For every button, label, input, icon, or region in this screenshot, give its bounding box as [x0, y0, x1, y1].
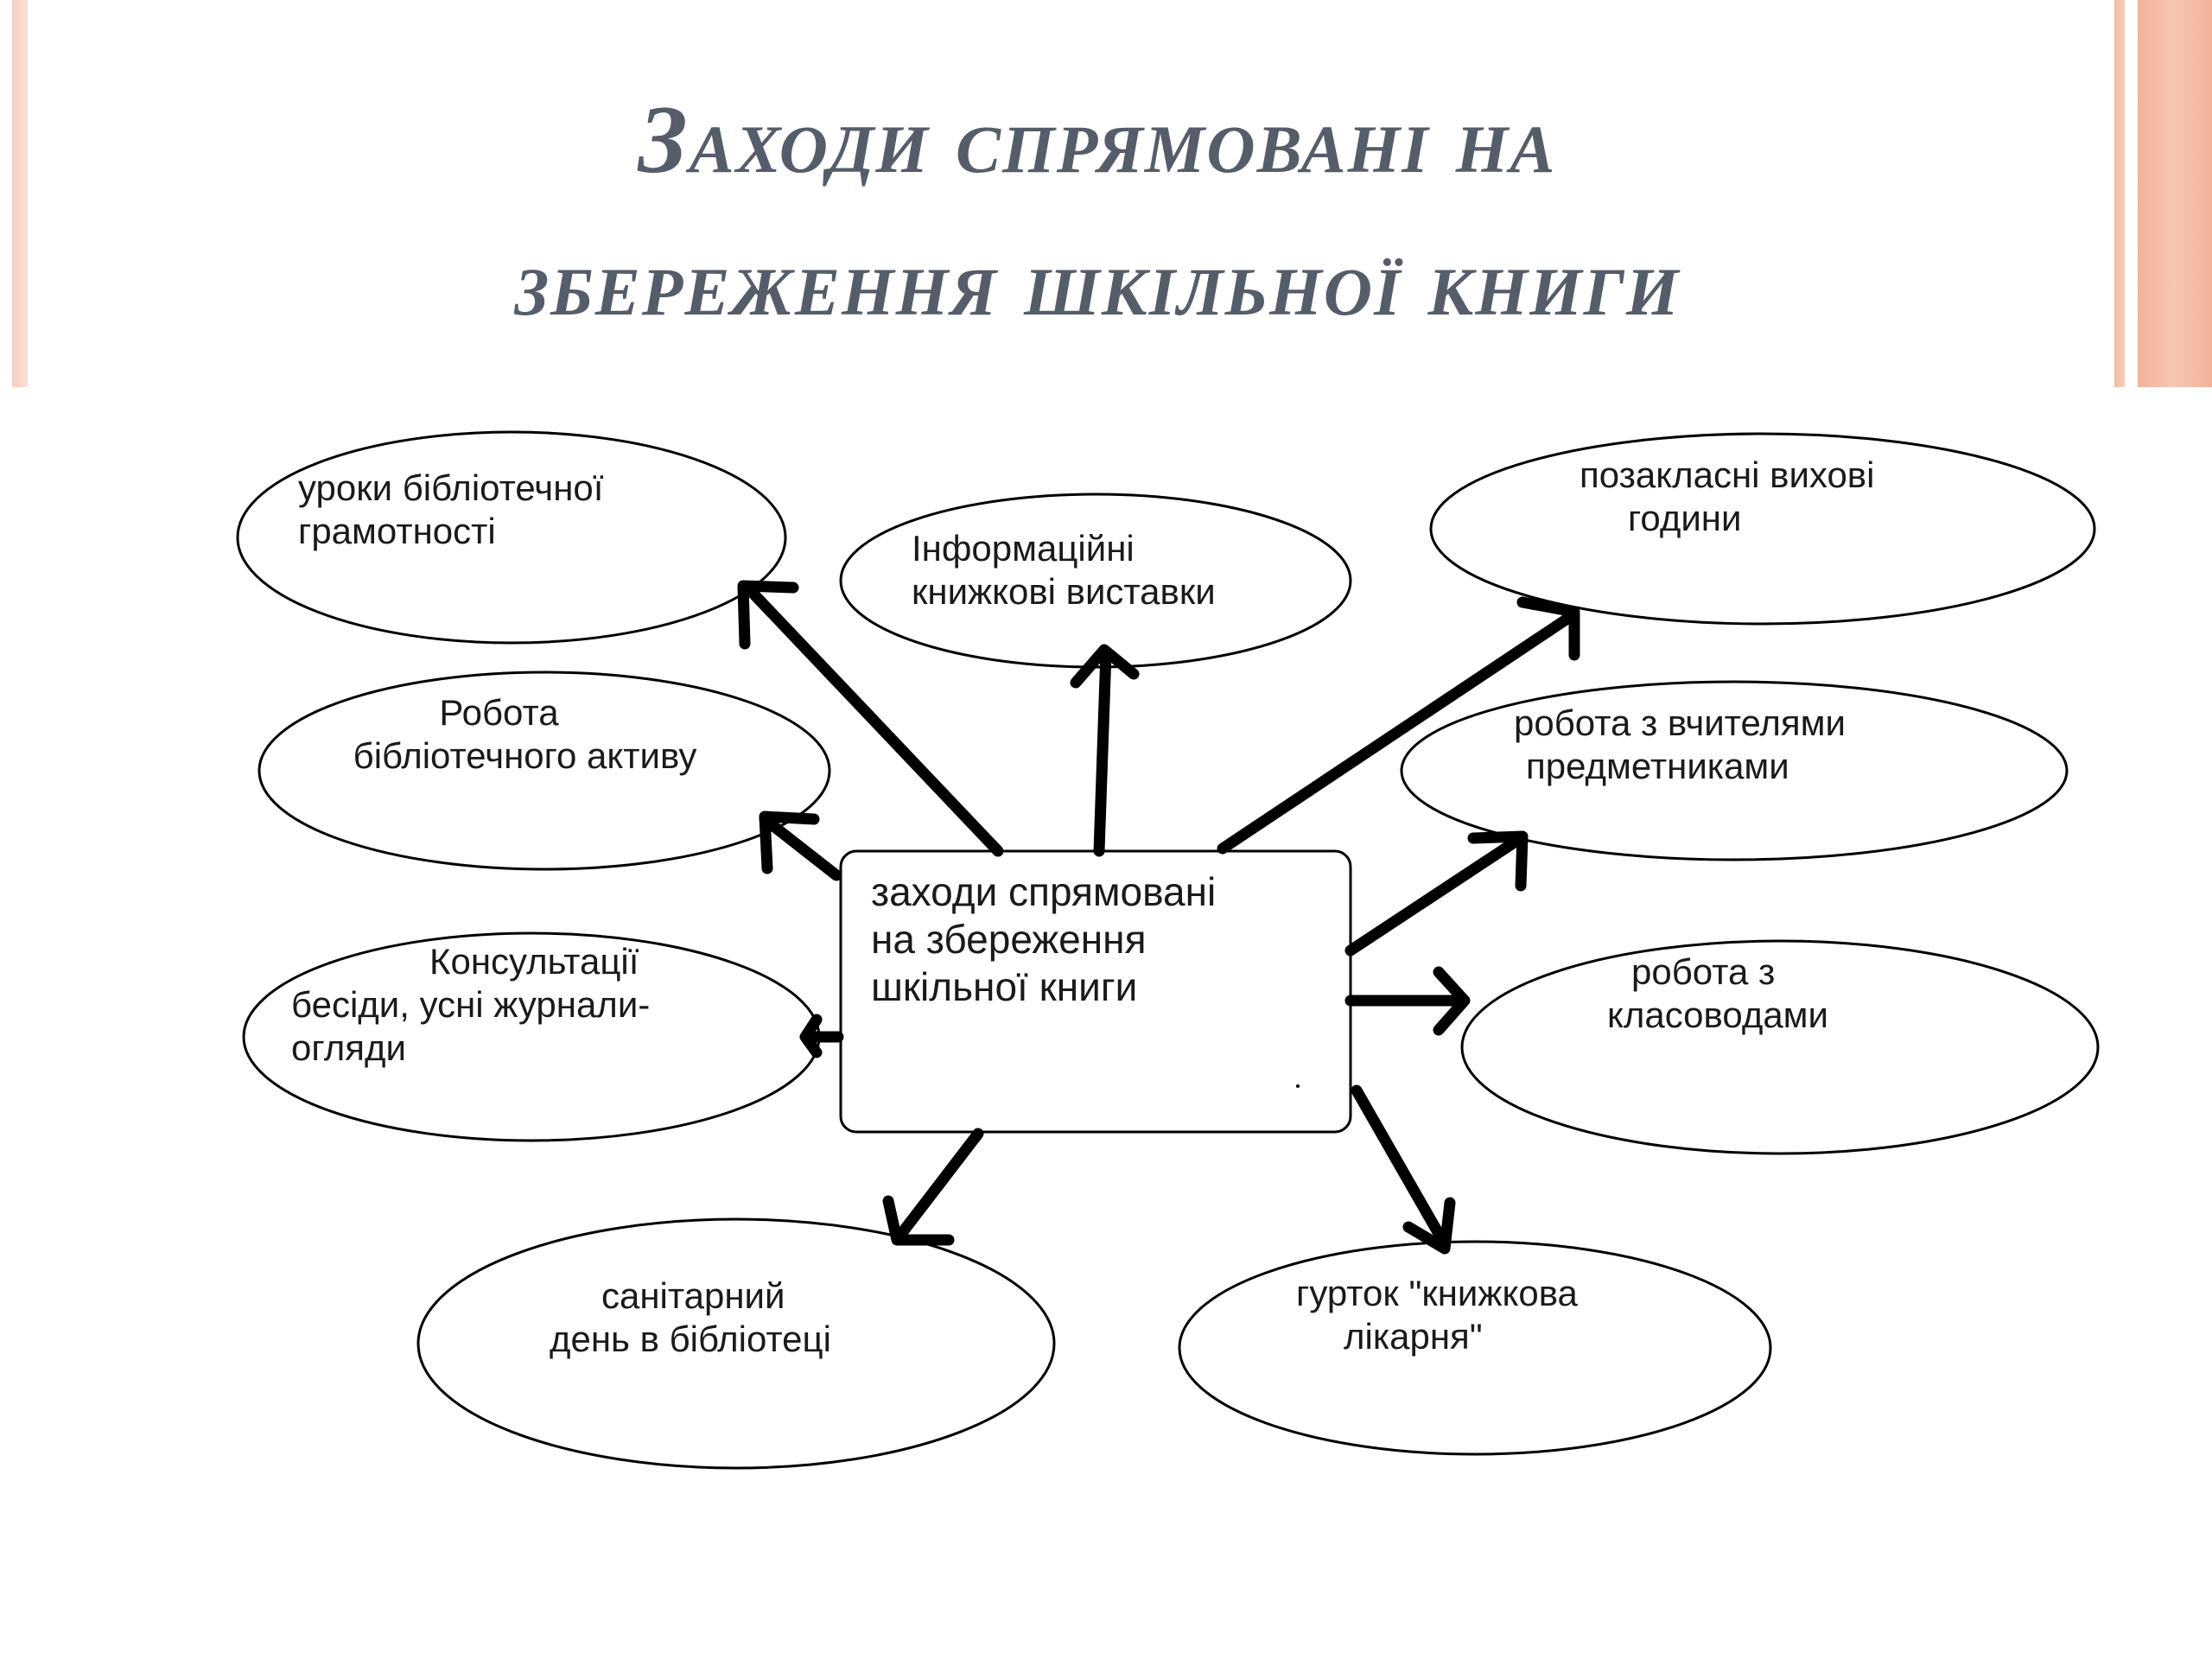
arrow-to-extracurr	[1217, 596, 1580, 855]
arrow-to-activists	[759, 810, 842, 881]
node-activists-line2: бібліотечного активу	[353, 735, 697, 776]
node-teachers-line2: предметниками	[1526, 746, 1789, 786]
frame-stripe-right-wide	[2138, 0, 2212, 387]
node-sanitary-line1: санітарний	[601, 1275, 785, 1316]
node-hospital-line2: лікарня"	[1344, 1316, 1483, 1357]
node-teachers-line1: робота з вчителями	[1514, 702, 1847, 743]
stray-dot	[1296, 1084, 1300, 1088]
center-line1: заходи спрямовані	[871, 869, 1217, 914]
node-extracurr-ellipse	[1429, 432, 2096, 626]
node-consultations-line3: огляди	[291, 1027, 406, 1068]
node-consultations-line2: бесіди, усні журнали-	[291, 984, 651, 1025]
node-extracurr-line2: години	[1628, 498, 1742, 538]
arrow-to-exhibitions	[1070, 644, 1140, 857]
node-extracurr-label: позакласні вихові години	[1580, 454, 1874, 540]
node-teachers-label: робота з вчителями предметниками	[1514, 702, 1846, 788]
node-sanitary-line2: день в бібліотеці	[550, 1319, 831, 1359]
node-consultations-line1: Консультації	[429, 941, 639, 982]
node-consultations-label: Консультації бесіди, усні журнали- огляд…	[291, 940, 650, 1070]
node-activists-line1: Робота	[439, 692, 559, 733]
node-lessons-line2: грамотності	[298, 511, 496, 551]
node-class-teachers-label: робота з класоводами	[1607, 950, 1828, 1037]
node-exhibitions-line1: Інформаційні	[912, 528, 1135, 569]
center-line3: шкільної книги	[871, 964, 1138, 1009]
arrow-to-consultations	[799, 1014, 844, 1058]
slide-title: Заходи спрямовані на збереження шкільної…	[130, 69, 2065, 354]
frame-stripe-right-thin	[2114, 0, 2125, 387]
node-lessons-label: уроки бібліотечної грамотності	[298, 467, 603, 553]
node-class-teachers-line2: класоводами	[1607, 995, 1829, 1035]
node-hospital-line1: гурток "книжкова	[1296, 1273, 1578, 1313]
node-hospital-label: гурток "книжкова лікарня"	[1296, 1272, 1578, 1358]
node-extracurr-line1: позакласні вихові	[1580, 454, 1875, 495]
node-teachers-ellipse	[1400, 680, 2069, 861]
node-activists-ellipse	[257, 671, 831, 871]
node-exhibitions-label: Інформаційні книжкові виставки	[912, 527, 1216, 613]
arrow-to-hospital	[1351, 1084, 1456, 1255]
node-hospital-ellipse	[1178, 1240, 1772, 1456]
arrow-to-sanitary	[882, 1128, 984, 1246]
arrow-to-teachers	[1344, 830, 1529, 957]
slide-title-line1: Заходи спрямовані на	[638, 86, 1557, 194]
center-label: заходи спрямовані на збереження шкільної…	[871, 868, 1216, 1011]
node-sanitary-ellipse	[416, 1217, 1056, 1470]
frame-stripe-left	[12, 0, 28, 387]
arrow-to-lessons	[737, 580, 1004, 857]
node-sanitary-label: санітарний день в бібліотеці	[550, 1274, 831, 1361]
node-lessons-ellipse	[236, 430, 787, 645]
node-lessons-line1: уроки бібліотечної	[298, 467, 604, 508]
slide-title-line2: збереження шкільної книги	[514, 229, 1681, 336]
center-line2: на збереження	[871, 917, 1147, 962]
node-class-teachers-ellipse	[1460, 939, 2100, 1155]
arrow-to-class-teachers	[1344, 966, 1471, 1036]
node-activists-label: Робота бібліотечного активу	[311, 691, 739, 778]
node-exhibitions-line2: книжкові виставки	[912, 571, 1216, 612]
node-class-teachers-line1: робота з	[1631, 951, 1776, 992]
